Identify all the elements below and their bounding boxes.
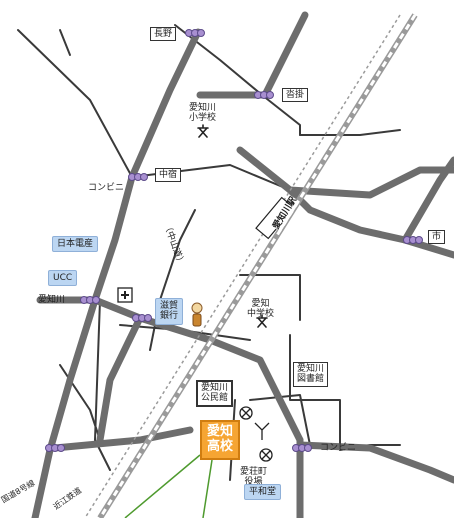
road-north-stub — [59, 29, 71, 56]
road-southwest — [51, 426, 194, 452]
intersection-label-nakajuku: 中宿 — [155, 168, 182, 183]
intersection-marker-nakajuku — [128, 173, 148, 181]
intersection-marker-kurikake — [254, 91, 274, 99]
intersection-markers — [45, 29, 423, 452]
intersection-label-konbini-west: コンビニ — [88, 183, 125, 193]
road-east-3 — [286, 186, 409, 244]
intersection-label-aichigawa: 愛知川 — [38, 295, 66, 305]
elementary-school-icon — [197, 124, 209, 138]
label-aichi-junior-high: 愛知 中学校 — [247, 299, 275, 319]
road-library — [289, 334, 341, 451]
intersection-marker-konbini-east — [292, 444, 312, 452]
main-roads — [31, 11, 454, 518]
railway-bed — [97, 13, 418, 518]
label-ucc: UCC — [48, 270, 78, 287]
label-aisho-town-office: 愛荘町 役場 — [240, 467, 268, 487]
road-east-4 — [401, 156, 454, 244]
police-icon — [239, 406, 253, 420]
post-office-icon — [259, 448, 273, 462]
school-symbols — [197, 124, 268, 328]
road-shiga-south — [96, 314, 144, 444]
road-northwest — [17, 29, 133, 178]
label-aichigawa-elementary: 愛知川 小学校 — [189, 103, 217, 123]
hospital-icon — [117, 287, 133, 303]
road-east-1 — [236, 146, 454, 199]
intersection-label-ichi: 市 — [428, 230, 446, 245]
intersection-label-kurikake: 沓掛 — [282, 88, 309, 103]
road-east-upper — [299, 129, 401, 136]
target-school-aichi-high: 愛知 高校 — [200, 420, 241, 460]
label-aichigawa-kominkan: 愛知川 公民館 — [196, 380, 234, 407]
label-shiga-bank: 滋賀 銀行 — [155, 298, 184, 325]
intersection-label-konbini-east: コンビニ — [320, 443, 357, 453]
label-nihon-densan: 日本電産 — [52, 236, 99, 253]
intersection-marker-ichi — [403, 236, 423, 244]
railway-secondary — [84, 14, 401, 518]
intersection-marker-shiga — [132, 314, 152, 322]
intersection-marker-aichigawa — [80, 296, 100, 304]
road-west-inner — [94, 299, 111, 471]
fork-symbol — [254, 422, 270, 440]
junior-high-school-icon — [256, 314, 268, 328]
label-aichigawa-library: 愛知川 図書館 — [293, 362, 329, 387]
road-junior-high — [239, 274, 301, 321]
road-northeast — [261, 11, 309, 99]
intersection-marker-southwest — [45, 444, 65, 452]
road-kurikake-south — [261, 94, 301, 136]
pointer-lines — [124, 454, 213, 518]
route-8 — [31, 28, 202, 518]
intersection-marker-nagano — [185, 29, 205, 37]
road-southeast — [296, 441, 454, 484]
label-heiwado: 平和堂 — [244, 484, 282, 501]
railway — [84, 13, 418, 518]
road-south-block — [249, 394, 311, 446]
intersection-label-nagano: 長野 — [150, 27, 177, 42]
mascot-figure — [191, 302, 203, 327]
